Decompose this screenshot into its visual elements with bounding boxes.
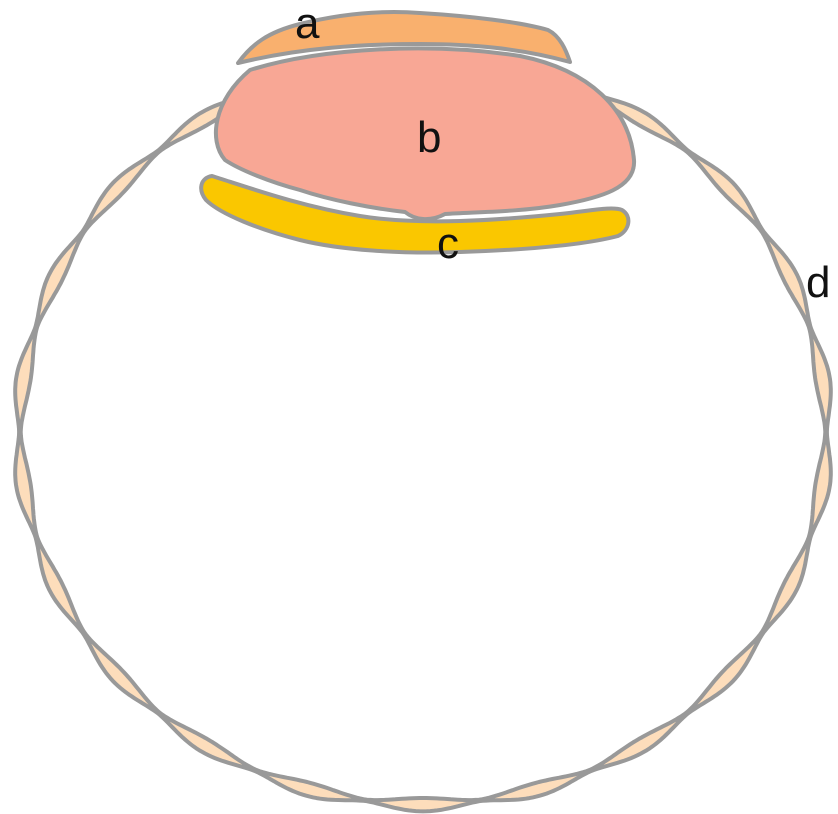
label-b: b	[417, 113, 441, 162]
mass-region-b	[213, 46, 637, 221]
cap-region-a	[236, 10, 572, 65]
label-c: c	[437, 219, 459, 268]
label-a: a	[295, 0, 320, 48]
label-d: d	[806, 258, 830, 307]
band-region-c	[199, 174, 631, 255]
outer-ring-d	[13, 50, 833, 814]
